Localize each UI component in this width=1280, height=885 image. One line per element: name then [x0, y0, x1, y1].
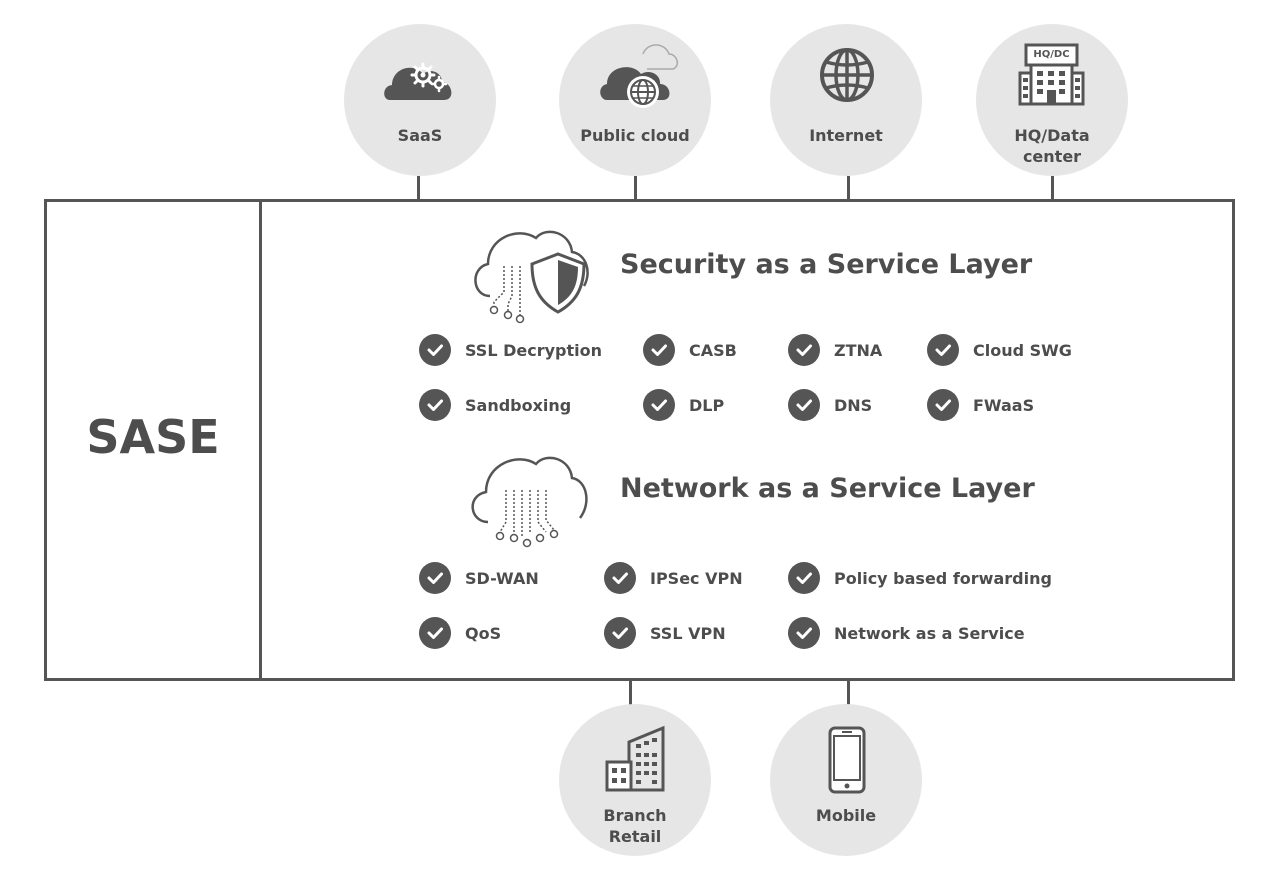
check-icon	[604, 617, 636, 649]
check-icon	[788, 334, 820, 366]
mobile-phone-icon	[828, 726, 866, 794]
check-icon	[788, 617, 820, 649]
cloud-gears-icon	[384, 62, 452, 100]
check-icon	[643, 389, 675, 421]
feature-qos: QoS	[419, 617, 501, 649]
feature-casb: CASB	[643, 334, 737, 366]
feature-ipsec-vpn: IPSec VPN	[604, 562, 743, 594]
node-label: Mobile	[815, 806, 877, 825]
feature-label: Network as a Service	[834, 623, 1025, 643]
feature-label: IPSec VPN	[650, 568, 743, 588]
sase-frame: SASE	[44, 199, 1235, 681]
feature-fwaas: FWaaS	[927, 389, 1034, 421]
office-buildings-icon	[605, 725, 665, 792]
feature-dns: DNS	[788, 389, 872, 421]
feature-label: CASB	[689, 340, 737, 360]
node-label-line2: center	[1022, 147, 1082, 166]
check-icon	[419, 389, 451, 421]
feature-sandboxing: Sandboxing	[419, 389, 571, 421]
connector-public-cloud	[634, 176, 637, 199]
node-label: Internet	[809, 126, 883, 145]
check-icon	[643, 334, 675, 366]
connector-hq	[1051, 176, 1054, 199]
node-label-line1: HQ/Data	[1014, 126, 1090, 145]
connector-saas	[417, 176, 420, 199]
network-layer-title: Network as a Service Layer	[620, 473, 1035, 504]
feature-label: Policy based forwarding	[834, 568, 1052, 588]
node-mobile: Mobile	[770, 704, 922, 856]
feature-label: ZTNA	[834, 340, 883, 360]
check-icon	[788, 562, 820, 594]
node-public-cloud: Public cloud	[559, 24, 711, 176]
node-label: Branch Retail	[559, 805, 711, 847]
feature-label: DLP	[689, 395, 725, 415]
check-icon	[927, 334, 959, 366]
feature-dlp: DLP	[643, 389, 724, 421]
node-saas: SaaS	[344, 24, 496, 176]
feature-ztna: ZTNA	[788, 334, 882, 366]
security-layer-title: Security as a Service Layer	[620, 249, 1033, 280]
feature-label: DNS	[834, 395, 873, 415]
hq-building-icon	[1018, 43, 1085, 106]
feature-label: FWaaS	[973, 395, 1035, 415]
cloud-shield-icon	[474, 230, 589, 324]
node-branch-retail: Branch Retail	[559, 704, 711, 856]
public-cloud-globe-icon	[600, 44, 679, 108]
check-icon	[788, 389, 820, 421]
feature-ssl-vpn: SSL VPN	[604, 617, 726, 649]
check-icon	[604, 562, 636, 594]
connector-mobile	[847, 678, 850, 706]
feature-label: SD-WAN	[465, 568, 539, 588]
feature-sd-wan: SD-WAN	[419, 562, 539, 594]
feature-label: Sandboxing	[465, 395, 572, 415]
node-label-line1: Branch	[603, 806, 667, 825]
check-icon	[927, 389, 959, 421]
node-label: HQ/Data center	[976, 125, 1128, 167]
node-hq-data-center: HQ/DC HQ/Data center	[976, 24, 1128, 176]
sase-title: SASE	[86, 410, 220, 464]
check-icon	[419, 562, 451, 594]
node-label: Public cloud	[580, 126, 690, 145]
feature-label: Cloud SWG	[973, 340, 1072, 360]
check-icon	[419, 334, 451, 366]
feature-ssl-decryption: SSL Decryption	[419, 334, 602, 366]
feature-cloud-swg: Cloud SWG	[927, 334, 1072, 366]
feature-label: SSL VPN	[650, 623, 726, 643]
node-label: SaaS	[397, 126, 443, 145]
node-label-line2: Retail	[608, 827, 662, 846]
cloud-network-icon	[471, 456, 588, 548]
globe-icon	[820, 48, 874, 102]
connector-branch-retail	[629, 678, 632, 706]
node-internet: Internet	[770, 24, 922, 176]
feature-label: QoS	[465, 623, 502, 643]
sase-divider	[259, 202, 262, 678]
connector-internet	[847, 176, 850, 199]
check-icon	[419, 617, 451, 649]
feature-label: SSL Decryption	[465, 340, 602, 360]
feature-network-as-a-service: Network as a Service	[788, 617, 1025, 649]
feature-policy-based-forwarding: Policy based forwarding	[788, 562, 1052, 594]
hq-sign-text: HQ/DC	[1033, 49, 1070, 60]
